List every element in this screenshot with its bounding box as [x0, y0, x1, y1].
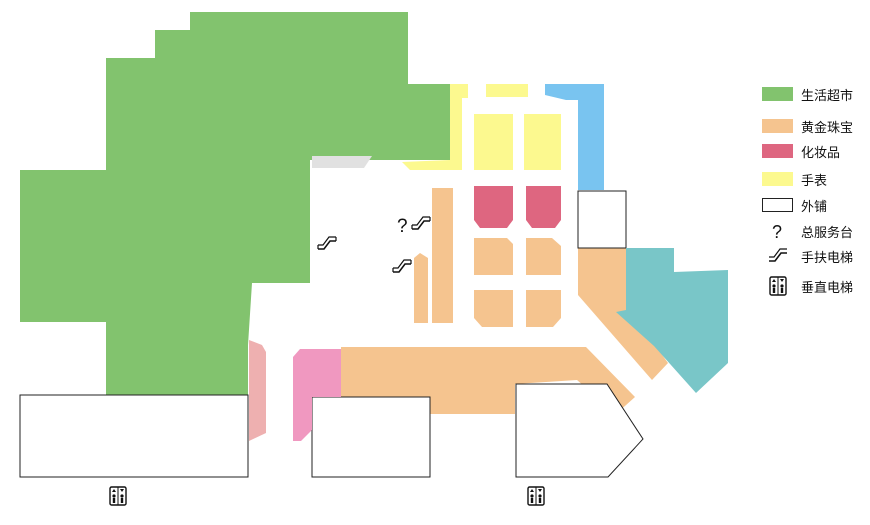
legend-label: 手表 — [801, 173, 828, 189]
legend-watches: 手表 — [762, 169, 827, 189]
supermarket-zone[interactable] — [20, 12, 450, 395]
watch-store[interactable] — [486, 84, 528, 97]
gray-corridor-strip — [312, 156, 372, 168]
escalator-icon — [762, 246, 793, 266]
legend-label: 黄金珠宝 — [801, 120, 854, 136]
gold-jewelry-counter[interactable] — [526, 238, 561, 275]
teal-store[interactable] — [616, 248, 728, 393]
info-desk-icon[interactable]: ? — [397, 216, 408, 237]
legend-label: 垂直电梯 — [801, 280, 854, 296]
legend-swatch-external-shop — [762, 198, 793, 212]
watch-store[interactable] — [402, 84, 468, 170]
elevator-icon — [762, 276, 793, 296]
gold-jewelry-counter[interactable] — [474, 290, 513, 327]
legend-cosmetics: 化妆品 — [762, 141, 840, 161]
gold-jewelry-counter[interactable] — [474, 238, 513, 275]
rose-store[interactable] — [249, 340, 266, 441]
legend-swatch-gold-jewelry — [762, 119, 793, 133]
external-shop[interactable] — [19, 394, 249, 478]
elevator-icon[interactable] — [109, 486, 127, 506]
watch-store[interactable] — [524, 114, 561, 170]
legend-label: 外铺 — [801, 199, 828, 215]
legend-swatch-cosmetics — [762, 144, 793, 158]
legend-gold-jewelry: 黄金珠宝 — [762, 116, 853, 136]
legend-label: 手扶电梯 — [801, 250, 854, 266]
external-shop[interactable] — [311, 396, 431, 478]
cosmetics-counter[interactable] — [526, 186, 561, 228]
watch-store[interactable] — [474, 114, 513, 170]
legend-external-shop: 外铺 — [762, 195, 827, 215]
legend-elevator: 垂直电梯 — [762, 276, 853, 296]
legend-label: 化妆品 — [801, 145, 841, 161]
external-shop[interactable] — [577, 190, 627, 249]
legend-swatch-watches — [762, 172, 793, 186]
external-shop[interactable] — [515, 383, 644, 478]
elevator-icon[interactable] — [527, 486, 545, 506]
gold-jewelry-zone[interactable] — [341, 347, 635, 414]
escalator-icon[interactable] — [317, 236, 337, 250]
gold-jewelry-counter[interactable] — [414, 253, 428, 323]
legend-label: 总服务台 — [801, 225, 854, 241]
blue-store[interactable] — [545, 84, 604, 190]
escalator-icon[interactable] — [411, 216, 431, 230]
legend-info-desk: ? 总服务台 — [762, 221, 854, 241]
question-mark-icon: ? — [762, 221, 793, 241]
legend-escalator: 手扶电梯 — [762, 246, 853, 266]
legend-supermarket: 生活超市 — [762, 84, 853, 104]
gold-jewelry-counter[interactable] — [432, 188, 453, 323]
gold-jewelry-counter[interactable] — [526, 290, 561, 327]
legend-swatch-supermarket — [762, 87, 793, 101]
legend-label: 生活超市 — [801, 88, 854, 104]
svg-text:?: ? — [772, 222, 782, 240]
cosmetics-counter[interactable] — [474, 186, 513, 228]
escalator-icon[interactable] — [392, 259, 412, 273]
pink-store[interactable] — [293, 349, 341, 441]
